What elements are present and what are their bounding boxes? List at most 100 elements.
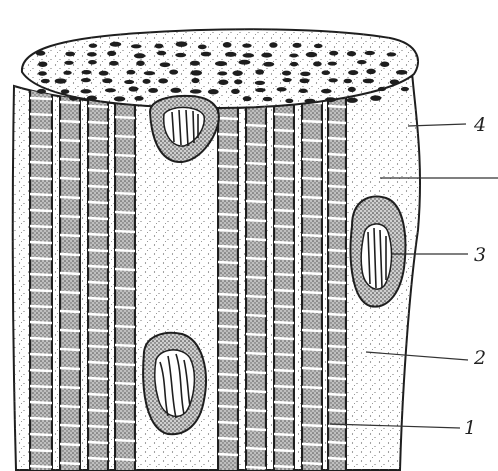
fiber-cross-section <box>69 96 78 101</box>
fiber-cross-section <box>65 52 75 57</box>
fiber-cross-section <box>80 89 91 93</box>
label-3: 3 <box>474 244 486 266</box>
fiber-cross-section <box>223 42 232 48</box>
fiber-striation <box>88 202 108 203</box>
fiber-cross-section <box>300 78 310 83</box>
fiber-striation <box>88 154 108 155</box>
fiber-striation <box>218 198 238 199</box>
fiber-striation <box>328 314 346 315</box>
fiber-striation <box>218 326 238 327</box>
fiber-cross-section <box>380 61 389 66</box>
fiber-striation <box>274 386 294 387</box>
fiber-striation <box>30 178 52 179</box>
fiber-cross-section <box>396 70 407 75</box>
fiber-striation <box>115 117 135 118</box>
fiber-striation <box>274 178 294 179</box>
fiber-cross-section <box>277 87 287 91</box>
fiber-striation <box>274 258 294 259</box>
fiber-striation <box>88 122 108 123</box>
fiber-striation <box>218 214 238 215</box>
fiber-cross-section <box>348 70 358 75</box>
fiber-striation <box>328 346 346 347</box>
fiber-cross-section <box>328 62 337 66</box>
fiber-cross-section <box>114 96 126 101</box>
fiber-cross-section <box>263 62 274 67</box>
fiber-cross-section <box>155 44 164 49</box>
fiber-striation <box>274 370 294 371</box>
fiber-striation <box>246 334 266 335</box>
fiber-striation <box>302 368 322 369</box>
fiber-striation <box>302 178 322 179</box>
fiber-striation <box>30 322 52 323</box>
fiber-cross-section <box>134 53 145 58</box>
label-2: 2 <box>473 347 486 369</box>
fiber-cross-section <box>41 79 50 83</box>
fiber-striation <box>218 374 238 375</box>
fiber-striation <box>60 387 80 388</box>
fiber-striation <box>30 434 52 435</box>
fiber-striation <box>328 234 346 235</box>
fiber-cross-section <box>191 78 199 83</box>
fiber-cross-section <box>157 51 166 56</box>
fiber-cross-section <box>175 53 186 57</box>
fiber-striation <box>274 402 294 403</box>
fiber-striation <box>328 122 346 123</box>
fiber-striation <box>115 136 135 137</box>
fiber-striation <box>88 458 108 459</box>
fiber-striation <box>328 426 346 427</box>
fiber-striation <box>246 391 266 392</box>
fiber-cross-section <box>38 71 47 76</box>
fiber-cross-section <box>201 52 211 57</box>
fiber-cross-section <box>107 51 116 56</box>
fiber-striation <box>246 163 266 164</box>
fiber-striation <box>302 387 322 388</box>
fiber-striation <box>246 277 266 278</box>
fiber-cross-section <box>126 70 135 75</box>
fiber-striation <box>274 210 294 211</box>
fiber-striation <box>328 458 346 459</box>
fiber-striation <box>274 242 294 243</box>
fiber-striation <box>88 250 108 251</box>
fiber-cross-section <box>148 88 158 93</box>
fiber-striation <box>218 166 238 167</box>
fiber-striation <box>115 459 135 460</box>
fiber-cross-section <box>387 52 397 56</box>
fiber-striation <box>30 226 52 227</box>
fiber-striation <box>88 362 108 363</box>
fiber-striation <box>328 186 346 187</box>
fiber-cross-section <box>344 79 352 84</box>
label-4: 4 <box>473 114 486 136</box>
fiber-striation <box>60 178 80 179</box>
fiber-striation <box>246 429 266 430</box>
fiber-cross-section <box>347 98 358 103</box>
fiber-striation <box>218 278 238 279</box>
fiber-striation <box>328 266 346 267</box>
fiber-striation <box>88 218 108 219</box>
fiber-striation <box>218 310 238 311</box>
fiber-striation <box>88 426 108 427</box>
fiber-striation <box>88 410 108 411</box>
fiber-striation <box>328 218 346 219</box>
fiber-cross-section <box>81 78 91 82</box>
fiber-striation <box>30 370 52 371</box>
fiber-striation <box>115 440 135 441</box>
fiber-striation <box>328 282 346 283</box>
fiber-striation <box>88 138 108 139</box>
fiber-texture <box>304 88 320 471</box>
fiber-striation <box>115 364 135 365</box>
fiber-striation <box>246 201 266 202</box>
bundle-right <box>351 196 406 306</box>
fiber-striation <box>115 383 135 384</box>
fiber-striation <box>274 290 294 291</box>
fiber-striation <box>302 254 322 255</box>
fiber-striation <box>274 450 294 451</box>
fiber-cross-section <box>300 72 310 77</box>
fiber-cross-section <box>325 97 336 102</box>
fiber-cross-section <box>347 51 356 56</box>
fiber-striation <box>302 330 322 331</box>
fiber-striation <box>60 349 80 350</box>
fiber-cross-section <box>261 53 272 58</box>
fiber-striation <box>302 311 322 312</box>
fiber-striation <box>60 102 80 103</box>
fiber-cross-section <box>242 44 251 48</box>
